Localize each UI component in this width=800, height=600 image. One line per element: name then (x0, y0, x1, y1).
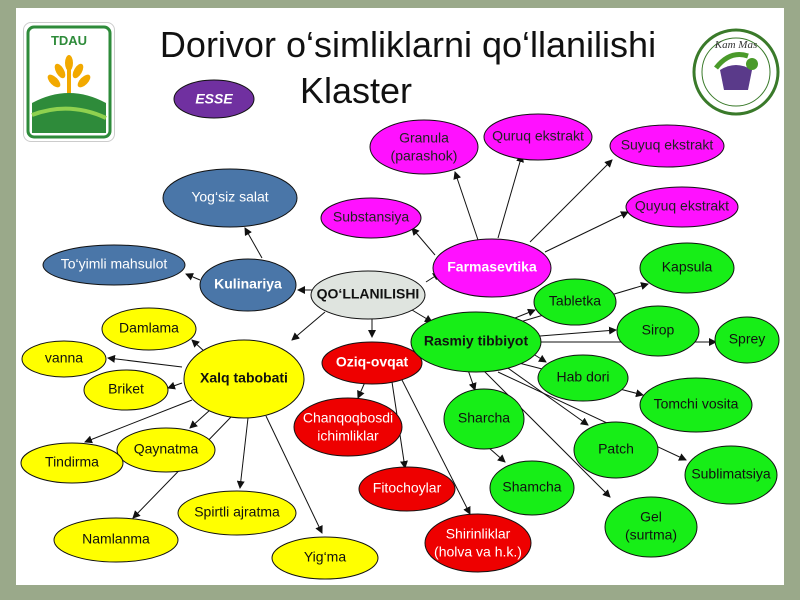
edge-xalq-yigma (265, 415, 323, 534)
node-fitochoylar (358, 466, 456, 512)
edge-kul-salat (244, 227, 263, 259)
node-briket (83, 369, 169, 411)
node-shirinliklar (424, 513, 532, 573)
edge-xalq-vanna (107, 354, 183, 368)
tdau-logo: TDAU (23, 22, 115, 142)
edge-ras-gel (482, 369, 611, 498)
edge-xalq-briket (167, 381, 183, 390)
node-namlanma (53, 517, 179, 563)
node-farmasevtika (432, 238, 552, 298)
node-quruq-ekstrakt (483, 113, 593, 161)
edge-oziq-shirin (401, 379, 471, 515)
page-title-line1: Dorivor o‘simliklarni qo‘llanilishi (159, 24, 657, 65)
edge-ras-sirop (539, 326, 617, 337)
node-sharcha (443, 388, 525, 450)
node-shamcha (489, 460, 575, 516)
edge-xalq-spirtli (236, 417, 249, 489)
edge-center-rasmiy (411, 309, 433, 323)
kam-mas-logo: Kam Mas (690, 20, 782, 124)
edge-farm-granula (453, 171, 479, 241)
edge-center-xalq (291, 311, 326, 341)
node-rasmiy-tibbiyot (410, 311, 542, 373)
node-yogsiz-salat (162, 168, 298, 228)
node-patch (573, 421, 659, 479)
node-kapsula (639, 242, 735, 294)
node-suyuq-ekstrakt (609, 124, 725, 168)
node-kulinariya (199, 258, 297, 312)
edge-farm-substansiya (411, 227, 436, 256)
edge-ras-patch (504, 365, 589, 426)
node-substansiya (320, 197, 422, 239)
node-spirtli-ajratma (177, 490, 297, 536)
page-title-line2: Klaster (299, 70, 413, 111)
edge-kul-toyimli (185, 273, 201, 281)
edge-xalq-tindirma (84, 399, 193, 444)
edge-xalq-qaynatma (189, 409, 211, 429)
edge-oziq-chanq (357, 381, 366, 399)
node-sprey (714, 316, 780, 364)
node-vanna (21, 340, 107, 378)
node-qaynatma (116, 427, 216, 473)
node-oziq-ovqat (321, 341, 423, 385)
node-damlama (101, 307, 197, 351)
esse-badge (173, 79, 255, 119)
edge-xalq-damlama (191, 339, 206, 353)
edge-farm-quruq (497, 154, 524, 239)
edge-ras-sharcha (467, 369, 477, 391)
node-sirop (616, 305, 700, 357)
node-granula (369, 119, 479, 175)
edge-farm-suyuq (529, 159, 613, 243)
node-tabletka (533, 278, 617, 326)
node-quyuq-ekstrakt (625, 186, 739, 228)
node-xalq-tabobati (183, 339, 305, 419)
node-toyimli-mahsulot (42, 244, 186, 286)
node-tomchi-vosita (639, 377, 753, 433)
node-center (310, 270, 426, 320)
edge-farm-quyuq (544, 211, 629, 253)
node-gel (604, 496, 698, 558)
node-hab-dori (537, 354, 629, 402)
node-chanqoqbosdi (293, 397, 403, 457)
node-tindirma (20, 442, 124, 484)
node-yigma (271, 536, 379, 580)
node-sublimatsiya (684, 445, 778, 505)
